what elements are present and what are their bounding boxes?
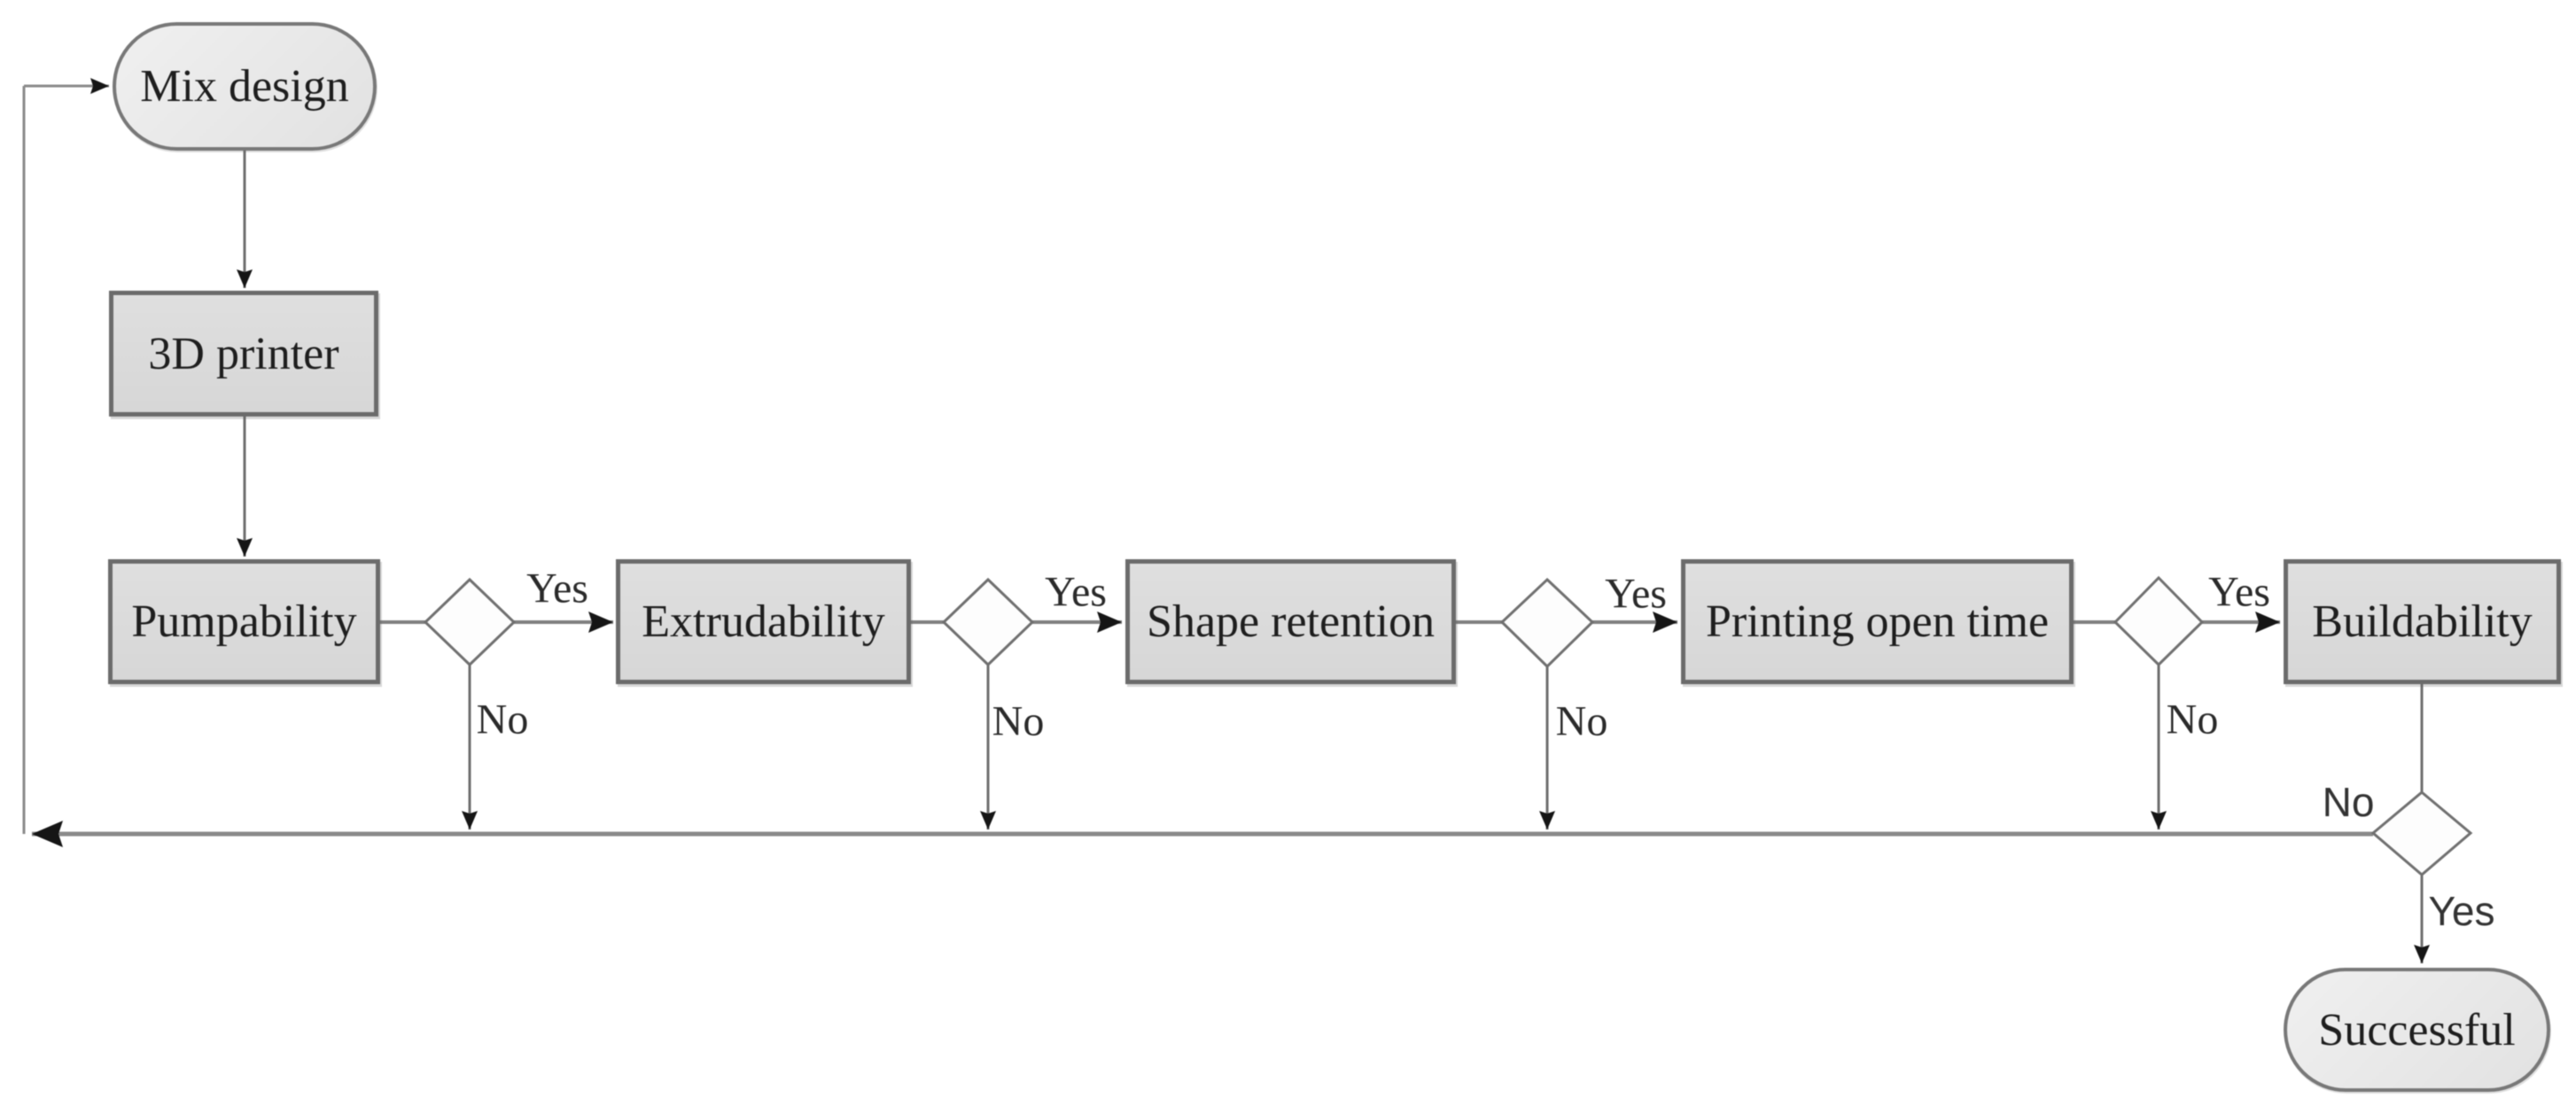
decision-diamond-after-pumpability bbox=[423, 577, 517, 667]
yes-label-after-buildability: Yes bbox=[2428, 888, 2495, 934]
no-label-after-extrudability: No bbox=[992, 697, 1045, 745]
node-successful: Successful bbox=[2284, 968, 2550, 1092]
no-label-after-shape-retention: No bbox=[1555, 697, 1608, 745]
decision-diamond-after-extrudability bbox=[941, 577, 1035, 667]
no-label-after-buildability: No bbox=[2322, 779, 2375, 825]
node-printing-open-time-label: Printing open time bbox=[1705, 596, 2050, 647]
node-pumpability-label: Pumpability bbox=[131, 596, 357, 647]
decision-diamond-after-printing-open-time bbox=[2113, 575, 2205, 667]
decision-diamond-after-buildability bbox=[2370, 791, 2473, 876]
node-shape-retention-label: Shape retention bbox=[1147, 596, 1435, 647]
yes-label-after-extrudability: Yes bbox=[1045, 568, 1107, 616]
decision-diamond-after-shape-retention bbox=[1499, 577, 1595, 669]
node-successful-label: Successful bbox=[2318, 1004, 2516, 1056]
yes-label-after-shape-retention: Yes bbox=[1605, 570, 1667, 618]
node-extrudability: Extrudability bbox=[616, 559, 911, 684]
no-label-after-pumpability: No bbox=[476, 696, 529, 744]
yes-label-after-printing-open-time: Yes bbox=[2208, 568, 2270, 616]
node-3d-printer-label: 3D printer bbox=[148, 328, 339, 379]
node-printing-open-time: Printing open time bbox=[1681, 559, 2074, 684]
node-buildability: Buildability bbox=[2284, 559, 2561, 684]
node-shape-retention: Shape retention bbox=[1125, 559, 1456, 684]
node-mix-design: Mix design bbox=[113, 22, 377, 151]
no-label-after-printing-open-time: No bbox=[2166, 696, 2219, 744]
node-3d-printer: 3D printer bbox=[109, 291, 378, 417]
node-buildability-label: Buildability bbox=[2312, 596, 2533, 647]
node-mix-design-label: Mix design bbox=[140, 61, 349, 112]
node-pumpability: Pumpability bbox=[108, 559, 380, 684]
node-extrudability-label: Extrudability bbox=[642, 596, 885, 647]
yes-label-after-pumpability: Yes bbox=[526, 565, 588, 612]
